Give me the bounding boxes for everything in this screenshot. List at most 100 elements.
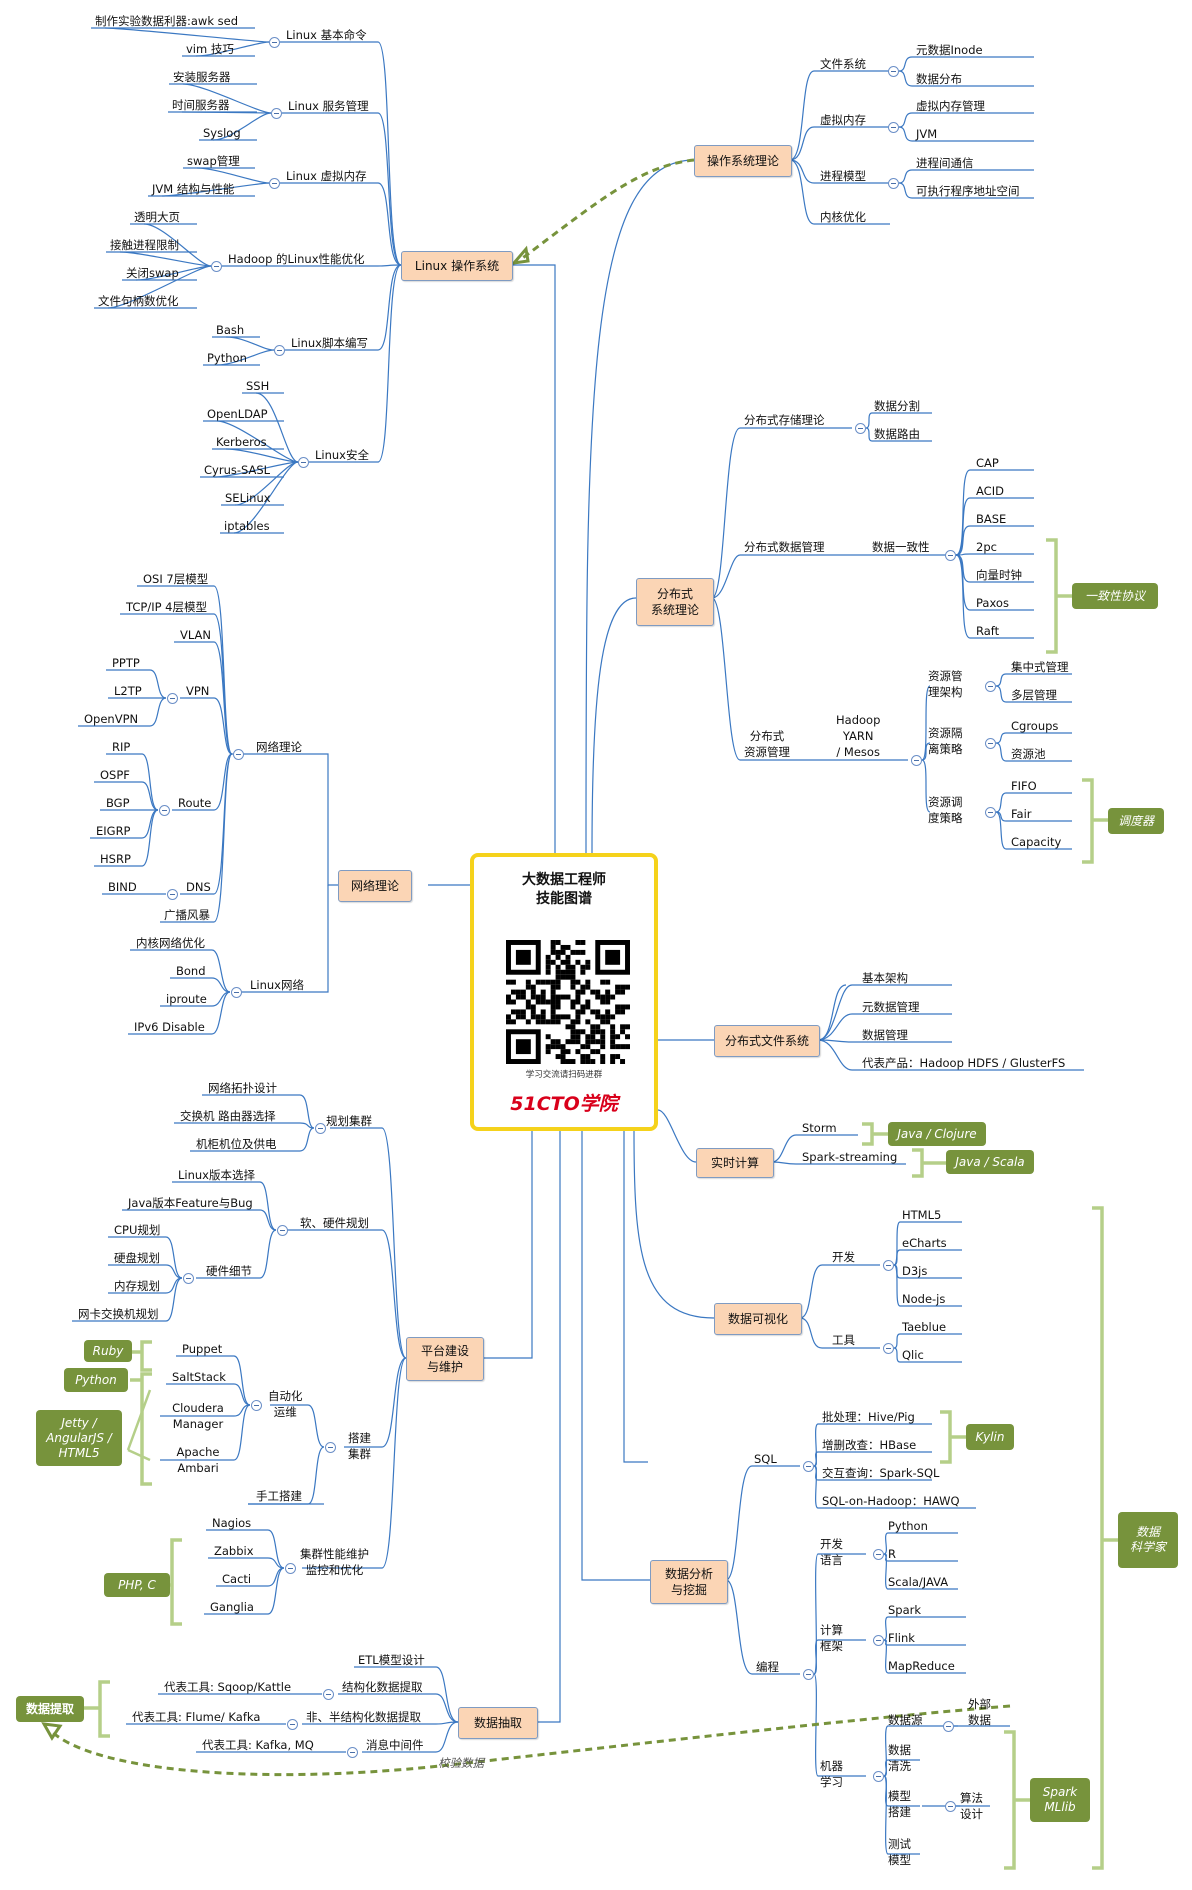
- dist-consistency[interactable]: 数据一致性: [872, 540, 930, 554]
- ml-data-cleaning[interactable]: 数据清洗: [888, 1742, 911, 1774]
- ml-model-building[interactable]: 模型搭建: [888, 1788, 911, 1820]
- network-item[interactable]: OSI 7层模型: [143, 572, 209, 586]
- dfs-item[interactable]: 基本架构: [862, 971, 908, 985]
- minus-circle-icon[interactable]: [251, 1400, 262, 1411]
- auto-item[interactable]: Puppet: [182, 1342, 223, 1356]
- monitor-item[interactable]: Nagios: [212, 1516, 252, 1530]
- dist-storage-item[interactable]: 数据分割: [874, 399, 920, 413]
- vpn-item[interactable]: PPTP: [112, 656, 140, 670]
- minus-circle-icon[interactable]: [803, 1461, 814, 1472]
- minus-circle-icon[interactable]: [347, 1747, 358, 1758]
- minus-circle-icon[interactable]: [277, 1225, 288, 1236]
- lang-item[interactable]: Scala/JAVA: [888, 1575, 949, 1589]
- minus-circle-icon[interactable]: [943, 1721, 954, 1732]
- topic-linux-os[interactable]: Linux 操作系统: [401, 251, 513, 281]
- os-group-1[interactable]: 虚拟内存: [820, 113, 866, 127]
- linux-group-2[interactable]: Linux 虚拟内存: [286, 169, 367, 183]
- consistency-item[interactable]: CAP: [976, 456, 999, 470]
- os-item[interactable]: 可执行程序地址空间: [916, 184, 1020, 198]
- ml-model-testing[interactable]: 测试模型: [888, 1836, 911, 1868]
- lang-item[interactable]: Python: [888, 1519, 928, 1533]
- linux-item[interactable]: SSH: [246, 379, 270, 393]
- dfs-item[interactable]: 数据管理: [862, 1028, 908, 1042]
- topic-distributed[interactable]: 分布式系统理论: [636, 578, 714, 626]
- prog-lang[interactable]: 开发语言: [820, 1536, 843, 1568]
- extract-item-0[interactable]: ETL模型设计: [358, 1653, 425, 1667]
- linux-item[interactable]: 文件句柄数优化: [98, 294, 179, 308]
- route-item[interactable]: BGP: [106, 796, 130, 810]
- dfs-item[interactable]: 元数据管理: [862, 1000, 920, 1014]
- tag-php-c[interactable]: PHP, C: [104, 1573, 170, 1597]
- topic-data-extraction[interactable]: 数据抽取: [458, 1707, 538, 1739]
- minus-circle-icon[interactable]: [323, 1689, 334, 1700]
- tag-java-clojure[interactable]: Java / Clojure: [888, 1122, 986, 1146]
- minus-circle-icon[interactable]: [873, 1771, 884, 1782]
- linux-item[interactable]: swap管理: [187, 154, 240, 168]
- route-item[interactable]: HSRP: [100, 852, 131, 866]
- linux-item[interactable]: Syslog: [203, 126, 241, 140]
- minus-circle-icon[interactable]: [325, 1442, 336, 1453]
- minus-circle-icon[interactable]: [274, 345, 285, 356]
- linux-group-0[interactable]: Linux 基本命令: [286, 28, 367, 42]
- monitor-item[interactable]: Ganglia: [210, 1600, 254, 1614]
- hw-item[interactable]: Java版本Feature与Bug: [128, 1196, 253, 1210]
- hw-detail-item[interactable]: 硬盘规划: [114, 1251, 160, 1265]
- minus-circle-icon[interactable]: [855, 423, 866, 434]
- viz-dev-item[interactable]: eCharts: [902, 1236, 947, 1250]
- plan-item[interactable]: 网络拓扑设计: [208, 1081, 277, 1095]
- linux-item[interactable]: 安装服务器: [173, 70, 231, 84]
- minus-circle-icon[interactable]: [803, 1669, 814, 1680]
- tag-kylin[interactable]: Kylin: [966, 1424, 1014, 1450]
- linux-item[interactable]: Cyrus-SASL: [204, 463, 271, 477]
- prog-fw[interactable]: 计算框架: [820, 1622, 843, 1654]
- mining-sql[interactable]: SQL: [754, 1452, 777, 1466]
- resource-group-2[interactable]: 资源调度策略: [928, 794, 963, 826]
- tag-data-extraction[interactable]: 数据提取: [16, 1696, 84, 1722]
- linux-item[interactable]: 制作实验数据利器:awk sed: [95, 14, 239, 28]
- route-item[interactable]: OSPF: [100, 768, 130, 782]
- linux-item[interactable]: Kerberos: [216, 435, 267, 449]
- tag-jetty-angularjs[interactable]: Jetty / AngularJS / HTML5: [36, 1410, 122, 1466]
- sql-item[interactable]: 增删改查：HBase: [822, 1438, 917, 1452]
- minus-circle-icon[interactable]: [888, 178, 899, 189]
- fw-item[interactable]: Flink: [888, 1631, 915, 1645]
- linux-group-5[interactable]: Linux安全: [315, 448, 369, 462]
- mining-programming[interactable]: 编程: [756, 1660, 779, 1674]
- resource-item[interactable]: 多层管理: [1011, 688, 1057, 702]
- dns-item[interactable]: BIND: [108, 880, 137, 894]
- route-item[interactable]: EIGRP: [96, 824, 131, 838]
- os-item[interactable]: 元数据Inode: [916, 43, 983, 57]
- minus-circle-icon[interactable]: [271, 108, 282, 119]
- consistency-item[interactable]: ACID: [976, 484, 1004, 498]
- minus-circle-icon[interactable]: [888, 122, 899, 133]
- consistency-item[interactable]: BASE: [976, 512, 1007, 526]
- extract-item-1[interactable]: 结构化数据提取: [342, 1680, 423, 1694]
- dist-resource[interactable]: 分布式资源管理: [744, 728, 790, 760]
- minus-circle-icon[interactable]: [873, 1635, 884, 1646]
- platform-monitor[interactable]: 集群性能维护监控和优化: [300, 1546, 369, 1578]
- linux-group-4[interactable]: Linux脚本编写: [291, 336, 368, 350]
- extract-tool-1[interactable]: 代表工具: Sqoop/Kattle: [164, 1680, 292, 1694]
- minus-circle-icon[interactable]: [159, 805, 170, 816]
- minus-circle-icon[interactable]: [183, 1273, 194, 1284]
- lang-item[interactable]: R: [888, 1547, 896, 1561]
- minus-circle-icon[interactable]: [231, 987, 242, 998]
- sql-item[interactable]: 批处理：Hive/Pig: [822, 1410, 915, 1424]
- os-item[interactable]: JVM: [916, 127, 938, 141]
- minus-circle-icon[interactable]: [315, 1123, 326, 1134]
- linux-item[interactable]: 时间服务器: [172, 98, 230, 112]
- minus-circle-icon[interactable]: [167, 693, 178, 704]
- auto-item[interactable]: Apache Ambari: [176, 1445, 220, 1475]
- platform-plan[interactable]: 规划集群: [326, 1114, 372, 1128]
- minus-circle-icon[interactable]: [269, 178, 280, 189]
- monitor-item[interactable]: Cacti: [222, 1572, 252, 1586]
- dist-storage[interactable]: 分布式存储理论: [744, 413, 825, 427]
- minus-circle-icon[interactable]: [883, 1343, 894, 1354]
- viz-tools[interactable]: 工具: [832, 1333, 855, 1347]
- auto-item[interactable]: Cloudera Manager: [172, 1401, 224, 1431]
- linux-item[interactable]: 关闭swap: [126, 266, 179, 280]
- realtime-item[interactable]: Storm: [802, 1121, 837, 1135]
- hw-detail-item[interactable]: CPU规划: [114, 1223, 161, 1237]
- consistency-item[interactable]: 向量时钟: [976, 568, 1022, 582]
